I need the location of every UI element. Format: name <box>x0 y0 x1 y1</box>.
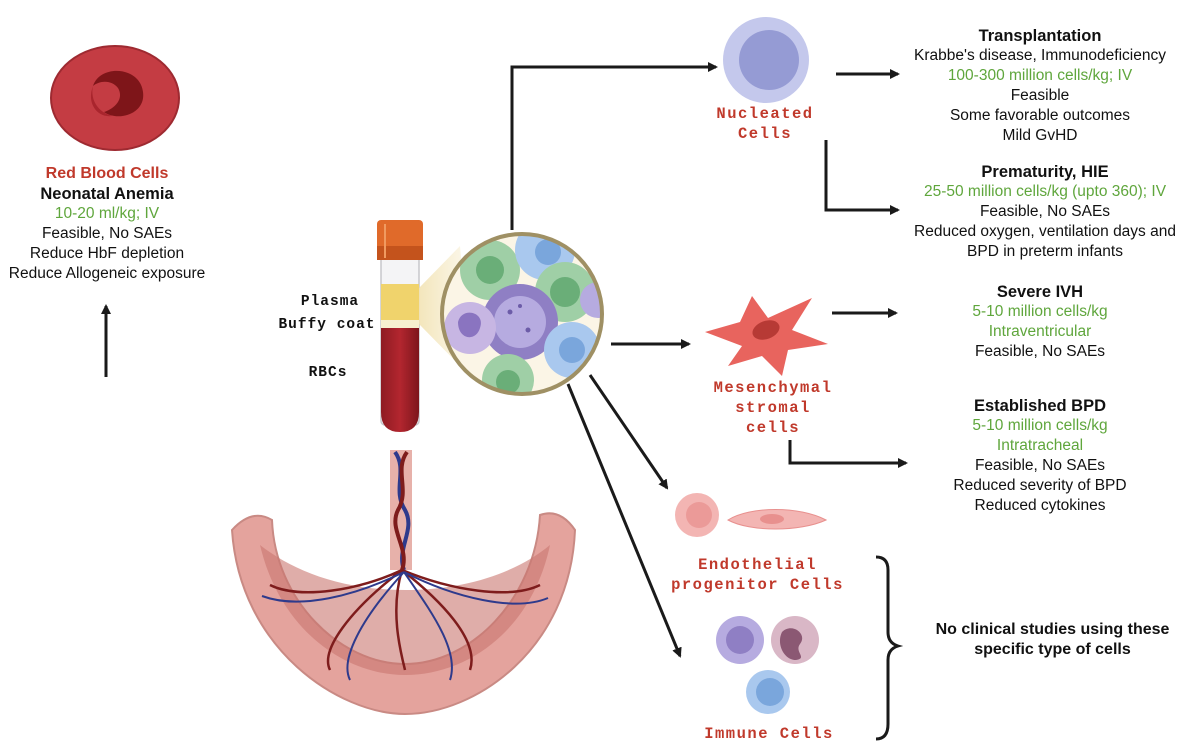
epc-label: Endothelial progenitor Cells <box>655 555 860 595</box>
bpd-route: Intratracheal <box>996 437 1084 454</box>
rbc-line-1: Feasible, No SAEs <box>41 225 173 242</box>
transplant-line-3: Some favorable outcomes <box>949 107 1131 124</box>
transplant-title: Transplantation <box>978 27 1102 45</box>
prematurity-indication: Prematurity, HIE 25-50 million cells/kg … <box>895 162 1195 262</box>
ivh-route: Intraventricular <box>988 323 1092 340</box>
mesenchymal-cell-icon <box>705 296 828 376</box>
plasma-label: Plasma <box>300 294 360 310</box>
no-clinical-line-1: No clinical studies using these <box>935 621 1170 638</box>
transplant-line-2: Feasible <box>1010 87 1070 104</box>
rbc-arrow <box>101 304 284 379</box>
immune-cells-label: Immune Cells <box>704 725 834 743</box>
msc-line-1: Mesenchymal <box>713 379 833 397</box>
prematurity-line-1: Feasible, No SAEs <box>979 203 1111 220</box>
msc-line-2: stromal <box>735 399 811 417</box>
msc-label: Mesenchymal stromal cells <box>693 378 853 438</box>
msc-line-3: cells <box>745 419 800 437</box>
rbcs-label: RBCs <box>308 365 348 381</box>
transplantation-indication: Transplantation Krabbe's disease, Immuno… <box>895 26 1185 146</box>
prematurity-line-3: BPD in preterm infants <box>967 243 1123 260</box>
prematurity-dose: 25-50 million cells/kg (upto 360); IV <box>923 183 1167 200</box>
rbc-line-2: Reduce HbF depletion <box>29 245 185 262</box>
blood-tube-icon <box>377 220 423 432</box>
rbc-line-3: Reduce Allogeneic exposure <box>8 265 206 282</box>
nucleated-cells-label: Nucleated Cells <box>700 104 830 144</box>
nucleated-line-1: Nucleated <box>716 105 814 123</box>
bpd-dose: 5-10 million cells/kg <box>972 417 1108 434</box>
transplant-line-1: Krabbe's disease, Immunodeficiency <box>914 47 1166 64</box>
no-clinical-line-2: specific type of cells <box>974 641 1131 658</box>
transplant-dose: 100-300 million cells/kg; IV <box>947 67 1133 84</box>
ivh-dose: 5-10 million cells/kg <box>972 303 1108 320</box>
no-clinical-studies-note: No clinical studies using these specific… <box>910 620 1195 660</box>
bpd-line-3: Reduced cytokines <box>974 497 1106 514</box>
flow-arrows <box>510 62 908 658</box>
immune-cells-icon <box>716 616 819 714</box>
buffy-coat-label: Buffy coat <box>278 317 376 333</box>
nucleated-cell-icon <box>723 17 809 103</box>
transplant-line-4: Mild GvHD <box>1002 127 1078 144</box>
ivh-title: Severe IVH <box>996 283 1084 301</box>
ivh-line-1: Feasible, No SAEs <box>974 343 1106 360</box>
rbc-indication: Red Blood Cells Neonatal Anemia 10-20 ml… <box>2 164 212 284</box>
grouping-bracket <box>875 555 904 741</box>
endothelial-cell-icon <box>675 493 828 537</box>
bpd-line-2: Reduced severity of BPD <box>953 477 1127 494</box>
placenta-icon <box>230 450 577 716</box>
bpd-indication: Established BPD 5-10 million cells/kg In… <box>925 396 1155 516</box>
rbc-dose: 10-20 ml/kg; IV <box>54 205 160 222</box>
bpd-line-1: Feasible, No SAEs <box>974 457 1106 474</box>
ivh-indication: Severe IVH 5-10 million cells/kg Intrave… <box>925 282 1155 362</box>
epc-line-1: Endothelial <box>698 556 817 574</box>
prematurity-title: Prematurity, HIE <box>981 163 1109 181</box>
prematurity-line-2: Reduced oxygen, ventilation days and <box>914 223 1176 240</box>
epc-line-2: progenitor Cells <box>671 576 844 594</box>
red-blood-cell-icon <box>50 45 180 151</box>
rbc-condition: Neonatal Anemia <box>40 185 174 203</box>
cord-blood-magnified-icon <box>440 232 604 396</box>
nucleated-line-2: Cells <box>737 125 792 143</box>
rbc-title: Red Blood Cells <box>45 165 169 182</box>
bpd-title: Established BPD <box>973 397 1107 415</box>
